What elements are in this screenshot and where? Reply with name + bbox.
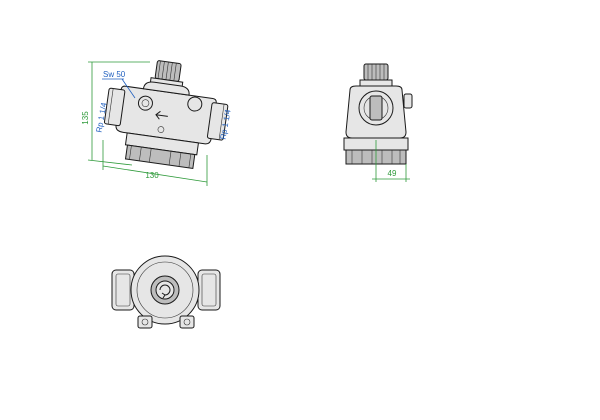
side-view: 49 — [343, 63, 413, 182]
top-lower-tab-left — [137, 315, 153, 329]
top-view — [111, 255, 221, 329]
side-nub — [403, 93, 413, 109]
length-dimension-line — [102, 165, 208, 183]
upper-dome — [142, 81, 190, 96]
depth-dimension-text: 49 — [388, 169, 397, 178]
pipe-bore-insert — [369, 95, 383, 121]
length-dimension-text: 130 — [145, 171, 159, 180]
top-right-pipe — [197, 269, 221, 311]
top-lower-tab-right — [179, 315, 195, 329]
flow-arrow-icon — [155, 110, 168, 120]
actuator-base — [124, 144, 196, 169]
front-view: 135 130 Sw 50 Rp 1 1/4 Rp 1 1/4 — [81, 60, 233, 186]
round-boss — [187, 96, 203, 112]
side-port — [137, 95, 153, 111]
height-dimension-text: 135 — [81, 111, 90, 125]
rotation-arrow-icon — [159, 284, 171, 296]
wrench-size-label: Sw 50 — [103, 70, 126, 79]
